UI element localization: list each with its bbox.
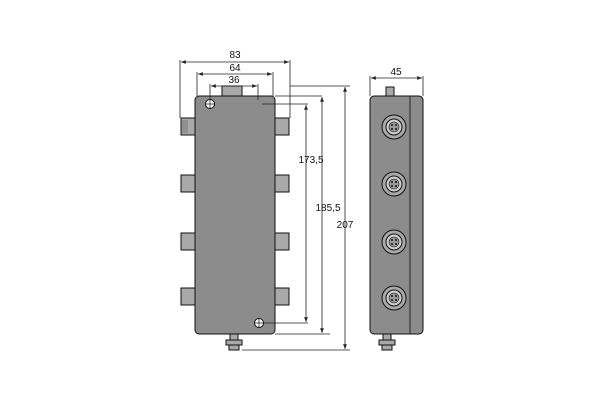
- left-side-connectors: [180, 117, 196, 306]
- dim-overall-height: 207: [337, 220, 354, 231]
- dim-mounting-width: 64: [229, 63, 241, 74]
- front-view: [180, 85, 290, 351]
- front-dimensions: 83 64 36 173,5 185,5 207: [179, 50, 354, 351]
- front-housing: [194, 95, 276, 335]
- left-connector-3: [180, 232, 196, 251]
- top-connector: [221, 85, 243, 98]
- right-connector-1: [274, 117, 290, 136]
- mounting-hole-bottom: [254, 318, 264, 328]
- socket-2: [381, 171, 407, 197]
- right-side-connectors: [274, 117, 290, 306]
- dim-top-connector-width: 36: [228, 75, 240, 86]
- side-ground-screw: [378, 333, 396, 351]
- dim-mounting-height: 185,5: [315, 203, 340, 214]
- side-dimensions: 45: [369, 67, 424, 96]
- ground-screw: [225, 333, 243, 351]
- right-connector-2: [274, 174, 290, 193]
- socket-3: [381, 229, 407, 255]
- left-connector-4: [180, 287, 196, 306]
- dim-depth: 45: [390, 67, 402, 78]
- socket-1: [381, 114, 407, 140]
- dim-overall-width: 83: [229, 50, 241, 61]
- left-connector-2: [180, 174, 196, 193]
- left-connector-1: [180, 117, 196, 136]
- side-view: [369, 86, 424, 351]
- dim-body-height: 173,5: [298, 155, 323, 166]
- mounting-hole-top: [205, 99, 215, 109]
- right-connector-3: [274, 232, 290, 251]
- socket-4: [381, 285, 407, 311]
- right-connector-4: [274, 287, 290, 306]
